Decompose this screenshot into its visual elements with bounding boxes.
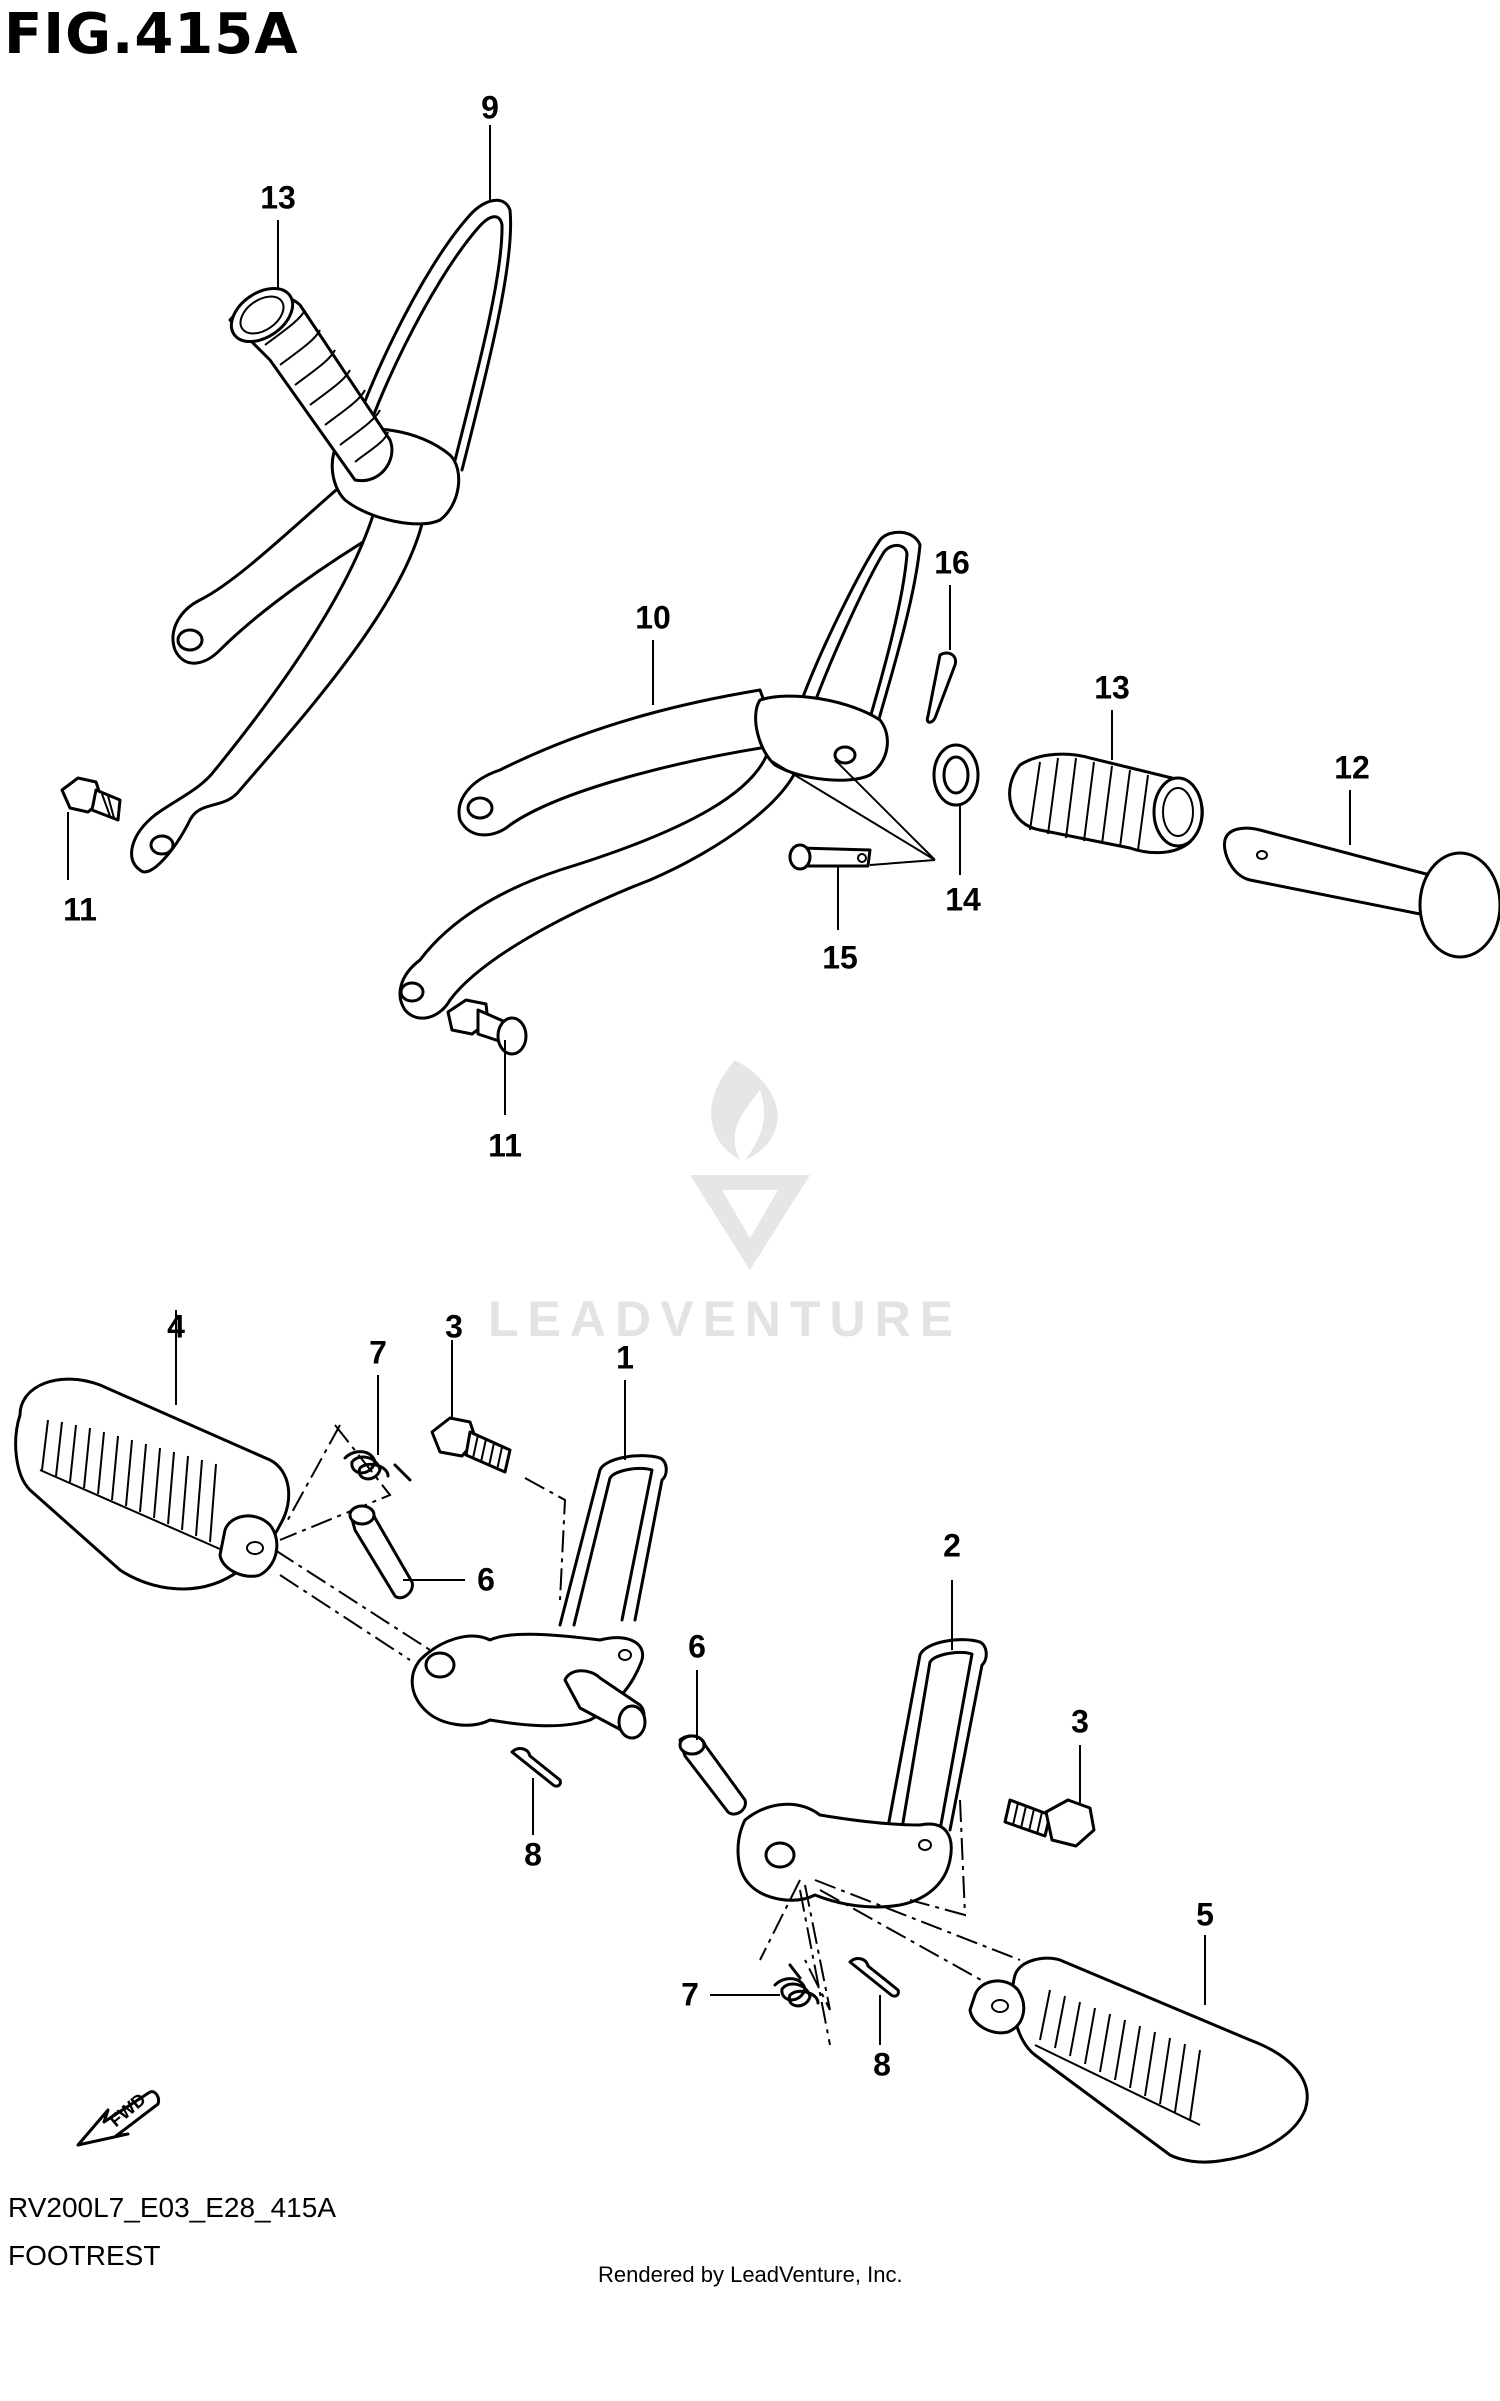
callout-12: 12 xyxy=(1334,749,1370,786)
callout-13-rear-right: 13 xyxy=(1094,669,1130,706)
figure-title: FIG.415A xyxy=(4,2,299,67)
watermark-text: LEADVENTURE xyxy=(488,1291,963,1347)
rear-footrest-bracket-left xyxy=(60,199,513,874)
leader-lines xyxy=(67,125,1351,2045)
callout-8-left: 8 xyxy=(524,1836,542,1873)
callout-4: 4 xyxy=(167,1308,185,1345)
callout-10: 10 xyxy=(635,599,671,636)
callout-5: 5 xyxy=(1196,1896,1214,1933)
callout-11-left: 11 xyxy=(63,891,97,928)
callout-11-right: 11 xyxy=(488,1127,522,1164)
front-footrest-left xyxy=(14,1377,668,1788)
footpeg-rubber-4 xyxy=(14,1377,291,1591)
callout-1: 1 xyxy=(616,1339,634,1376)
callout-8-right: 8 xyxy=(873,2046,891,2083)
callout-7-left: 7 xyxy=(369,1334,387,1371)
pin-15 xyxy=(788,843,872,871)
cotter-pin-16 xyxy=(925,651,958,724)
washer-14 xyxy=(932,743,980,807)
callout-13-rear-left: 13 xyxy=(260,179,296,216)
return-spring-7-right xyxy=(773,1963,820,2008)
return-spring-7-left xyxy=(343,1450,412,1482)
section-name: FOOTREST xyxy=(8,2240,161,2271)
fwd-direction-arrow: FWD xyxy=(76,2089,160,2147)
footpeg-grip-rear-left xyxy=(228,286,394,483)
bolt-11-right xyxy=(446,998,528,1056)
footrest-bracket-1 xyxy=(410,1454,668,1740)
pin-6-right xyxy=(678,1734,747,1816)
callout-2: 2 xyxy=(943,1527,961,1564)
footpeg-grip-rear-right xyxy=(1008,752,1204,855)
callout-15: 15 xyxy=(822,939,858,976)
bolt-3-right xyxy=(1003,1798,1096,1848)
bolt-3-left xyxy=(430,1416,567,1601)
cotter-pin-8-right xyxy=(848,1957,900,1998)
pin-6-left xyxy=(348,1504,414,1600)
front-footrest-right xyxy=(678,1638,1309,2164)
footpeg-pin-12 xyxy=(1222,826,1500,959)
footrest-bracket-2 xyxy=(736,1638,988,1917)
callout-7-right: 7 xyxy=(681,1976,699,2013)
rendered-by-credit: Rendered by LeadVenture, Inc. xyxy=(598,2262,903,2287)
callout-14: 14 xyxy=(945,881,981,918)
callout-6-left: 6 xyxy=(477,1561,495,1598)
rear-footrest-bracket-right xyxy=(398,530,1500,1056)
footpeg-rubber-5 xyxy=(968,1956,1309,2164)
callout-16: 16 xyxy=(934,544,970,581)
model-code: RV200L7_E03_E28_415A xyxy=(8,2192,337,2223)
callout-9: 9 xyxy=(481,89,499,126)
watermark-logo xyxy=(690,1060,810,1270)
bolt-11-left xyxy=(60,776,122,822)
callout-3-left: 3 xyxy=(445,1308,463,1345)
callout-6-right: 6 xyxy=(688,1628,706,1665)
callout-3-right: 3 xyxy=(1071,1703,1089,1740)
cotter-pin-8-left xyxy=(510,1747,562,1788)
